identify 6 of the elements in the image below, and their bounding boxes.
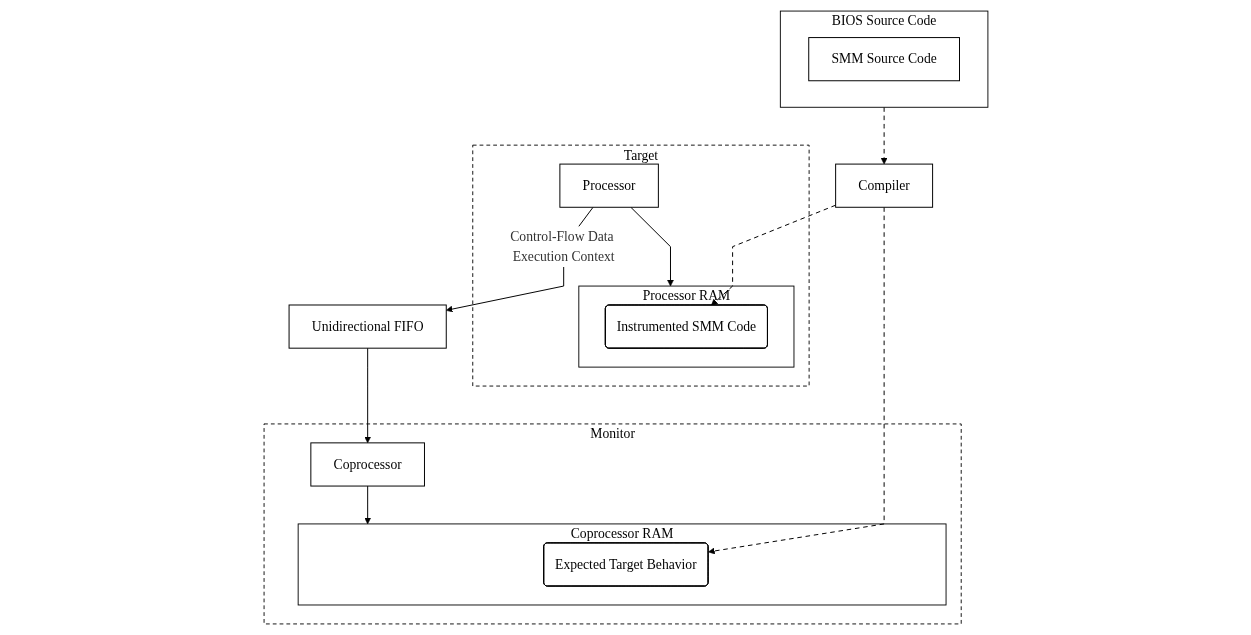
edge-label: Control-Flow Data Execution Context [509,228,615,265]
node-box: Unidirectional FIFO [288,304,447,349]
node-box: Compiler [834,163,933,208]
node-box: Coprocessor [309,442,425,487]
node-box: Processor [558,163,659,208]
node-box: SMM Source Code [807,37,960,82]
